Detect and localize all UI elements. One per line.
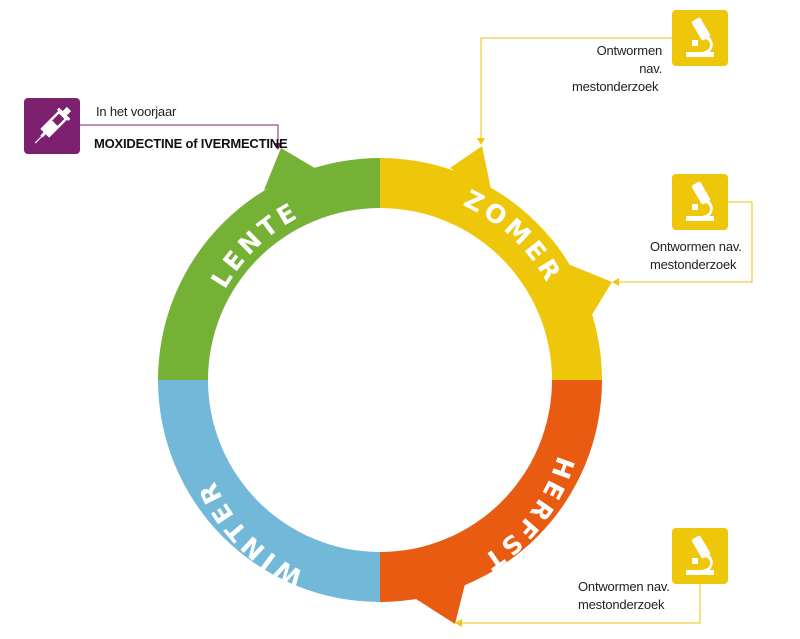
injection-timing-text: In het voorjaar (96, 104, 177, 119)
microscope-icon (672, 10, 728, 66)
microscope-arrowhead-3 (455, 619, 462, 627)
spring-pointer (264, 148, 318, 190)
microscope-connector-1 (480, 37, 672, 140)
ring-segment-autumn (380, 380, 602, 602)
microscope-callout-text-2: Ontwormen nav. mestonderzoek (650, 239, 742, 272)
ring-segment-winter (158, 380, 380, 602)
injection-medication-text: MOXIDECTINE of IVERMECTINE (94, 136, 288, 151)
microscope-callout-text-1: Ontwormen nav. mestonderzoek (572, 43, 662, 94)
ring-segment-spring (158, 158, 380, 380)
injection-arrowhead (274, 143, 282, 150)
microscope-arrowhead-2 (612, 278, 619, 286)
microscope-icon (672, 174, 728, 230)
ring-segment-summer (380, 158, 602, 380)
microscope-connector-2 (617, 201, 753, 283)
microscope-callout-text-3: Ontwormen nav. mestonderzoek (578, 579, 670, 612)
autumn-pointer (405, 572, 468, 624)
syringe-icon (24, 98, 80, 154)
microscope-icon (672, 528, 728, 584)
microscope-arrowhead-1 (477, 138, 485, 145)
summer-pointer-top (450, 146, 492, 194)
microscope-connector-3 (460, 584, 701, 624)
summer-pointer-right (563, 262, 612, 318)
injection-connector (80, 124, 279, 145)
